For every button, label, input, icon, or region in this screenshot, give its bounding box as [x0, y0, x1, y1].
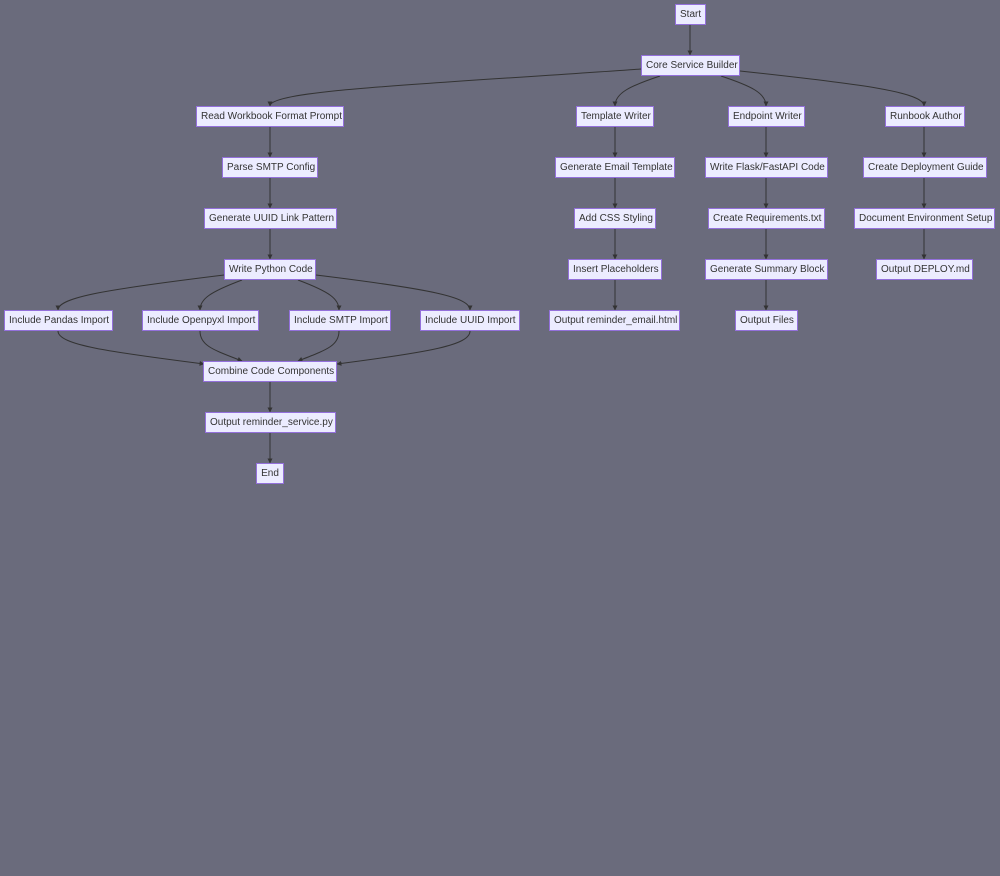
- node-include-pandas-import: Include Pandas Import: [4, 310, 113, 331]
- node-write-flask-fastapi-code: Write Flask/FastAPI Code: [705, 157, 828, 178]
- node-generate-email-template: Generate Email Template: [555, 157, 675, 178]
- node-endpoint-writer: Endpoint Writer: [728, 106, 805, 127]
- node-insert-placeholders: Insert Placeholders: [568, 259, 662, 280]
- node-include-openpyxl-import: Include Openpyxl Import: [142, 310, 259, 331]
- edge-core-endpoint: [720, 75, 769, 107]
- node-generate-uuid-link-pattern: Generate UUID Link Pattern: [204, 208, 337, 229]
- node-end: End: [256, 463, 284, 484]
- node-read-workbook-format-prompt: Read Workbook Format Prompt: [196, 106, 344, 127]
- node-output-reminder-service-py: Output reminder_service.py: [205, 412, 336, 433]
- node-core-service-builder: Core Service Builder: [641, 55, 740, 76]
- node-start: Start: [675, 4, 706, 25]
- edge-uuid-combine: [336, 330, 471, 366]
- node-create-requirements: Create Requirements.txt: [708, 208, 825, 229]
- edge-python-openpyxl: [197, 279, 243, 311]
- edge-python-pandas: [55, 274, 225, 311]
- node-add-css-styling: Add CSS Styling: [574, 208, 656, 229]
- node-output-deploy-md: Output DEPLOY.md: [876, 259, 973, 280]
- node-output-files: Output Files: [735, 310, 798, 331]
- node-write-python-code: Write Python Code: [224, 259, 316, 280]
- edge-openpyxl-combine: [199, 330, 243, 362]
- edge-core-runbook: [739, 70, 927, 107]
- node-template-writer: Template Writer: [576, 106, 654, 127]
- node-parse-smtp-config: Parse SMTP Config: [222, 157, 318, 178]
- node-combine-code-components: Combine Code Components: [203, 361, 337, 382]
- node-include-smtp-import: Include SMTP Import: [289, 310, 391, 331]
- node-document-environment-setup: Document Environment Setup: [854, 208, 995, 229]
- edge-smtp-combine: [297, 330, 340, 362]
- node-generate-summary-block: Generate Summary Block: [705, 259, 828, 280]
- edge-pandas-combine: [57, 330, 205, 366]
- edge-python-smtp: [297, 279, 342, 311]
- node-create-deployment-guide: Create Deployment Guide: [863, 157, 987, 178]
- node-runbook-author: Runbook Author: [885, 106, 965, 127]
- edge-core-read: [267, 68, 642, 107]
- edge-core-template: [612, 75, 661, 107]
- node-include-uuid-import: Include UUID Import: [420, 310, 520, 331]
- node-output-reminder-email-html: Output reminder_email.html: [549, 310, 680, 331]
- edge-python-uuid: [315, 274, 473, 311]
